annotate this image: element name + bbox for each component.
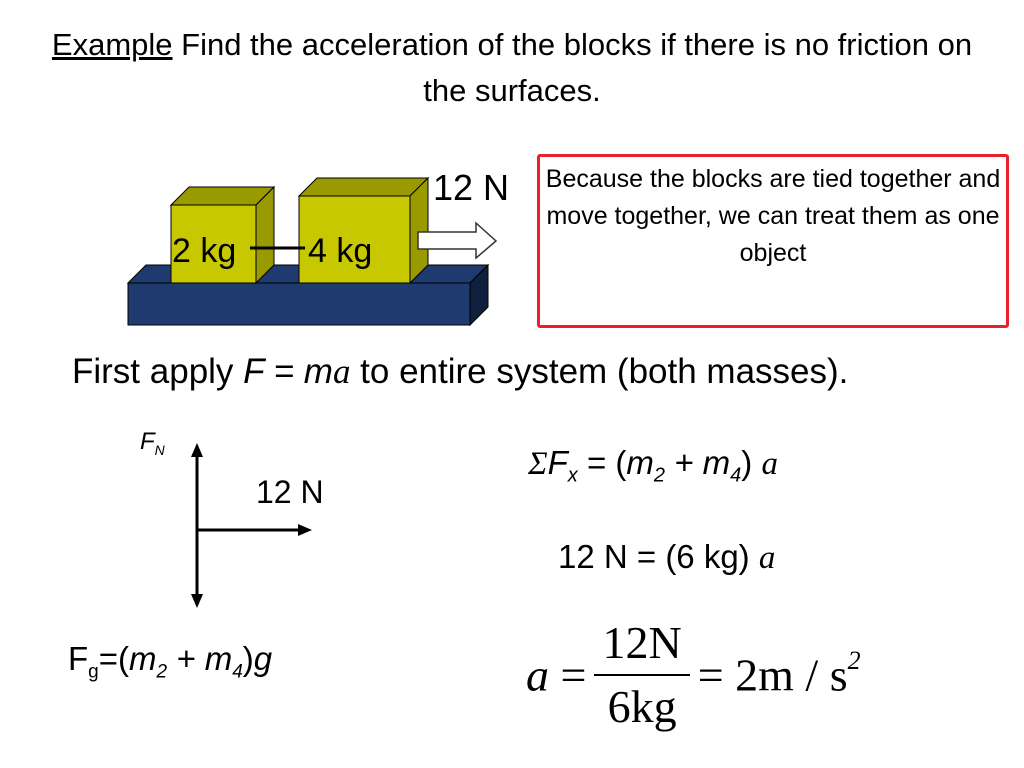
block-small-front <box>170 204 257 284</box>
fg-m4: m <box>204 640 233 677</box>
eq2-a: a <box>758 540 776 576</box>
eq3-eq1: = <box>560 649 587 701</box>
applied-force-arrow-icon <box>417 221 498 260</box>
title-example-label: Example <box>51 27 173 62</box>
eq1-m2: m <box>626 444 654 481</box>
fg-sub2: 2 <box>156 661 168 683</box>
title-text: Find the acceleration of the blocks if t… <box>172 27 973 108</box>
slide-title: Example Find the acceleration of the blo… <box>40 22 984 114</box>
apply-m: m <box>303 352 333 391</box>
eq3-result: 2m / s <box>735 649 848 701</box>
eq2-text: 12 N = (6 kg) <box>558 538 759 575</box>
fg-close: ) <box>242 640 254 677</box>
fg-open: =( <box>98 640 130 677</box>
eq3-denominator: 6kg <box>607 681 677 732</box>
equation-substituted: 12 N = (6 kg) a <box>558 538 775 577</box>
apply-eq: = <box>263 352 304 391</box>
fg-F: F <box>68 640 89 677</box>
gravity-force-label: Fg=(m2 + m4)g <box>68 640 272 684</box>
eq1-plus: + <box>665 444 703 481</box>
eq3-a: a <box>526 649 549 701</box>
fbd-force-label: 12 N <box>256 474 324 510</box>
callout-box: Because the blocks are tied together and… <box>537 154 1009 328</box>
eq3-numerator: 12N <box>602 617 682 668</box>
fg-sub4: 4 <box>232 661 243 683</box>
eq1-sub2: 2 <box>653 464 666 487</box>
equation-sum-forces: ΣFx = (m2 + m4) a <box>528 444 778 488</box>
fg-m2: m <box>129 640 157 677</box>
applied-force-label: 12 N <box>433 167 509 208</box>
block-large-label: 4 kg <box>308 232 372 270</box>
eq3-exponent: 2 <box>847 646 861 676</box>
normal-force-label: FN <box>140 428 165 458</box>
apply-a: a <box>332 352 351 391</box>
eq1-F: F <box>547 444 568 481</box>
fbd-right-arrow-icon <box>298 524 312 536</box>
fbd-up-arrow-icon <box>191 443 203 457</box>
table-front <box>127 282 471 326</box>
eq1-close: ) <box>741 444 762 481</box>
eq3-eq2: = <box>697 649 724 701</box>
callout-text: Because the blocks are tied together and… <box>545 165 1001 267</box>
eq1-sigma: Σ <box>528 446 548 482</box>
eq3-fraction-bar <box>594 674 690 676</box>
block-large-side <box>409 176 429 285</box>
fn-sub: N <box>154 441 165 458</box>
apply-F: F <box>243 352 264 391</box>
apply-statement: First apply F = ma to entire system (bot… <box>72 352 848 392</box>
eq1-m4: m <box>702 444 731 481</box>
fg-plus: + <box>167 640 205 677</box>
fn-F: F <box>140 428 155 455</box>
eq1-sub-x: x <box>567 464 578 487</box>
block-small-label: 2 kg <box>172 232 236 270</box>
fg-g: g <box>253 640 273 677</box>
apply-prefix: First apply <box>72 352 244 391</box>
apply-suffix: to entire system (both masses). <box>350 352 849 391</box>
eq1-a: a <box>761 446 778 482</box>
fg-sub: g <box>88 661 99 683</box>
eq1-eq: = ( <box>577 444 627 481</box>
eq1-sub4: 4 <box>730 464 742 487</box>
block-large-front <box>298 195 411 284</box>
fbd-down-arrow-icon <box>191 594 203 608</box>
block-large-top <box>297 177 430 197</box>
